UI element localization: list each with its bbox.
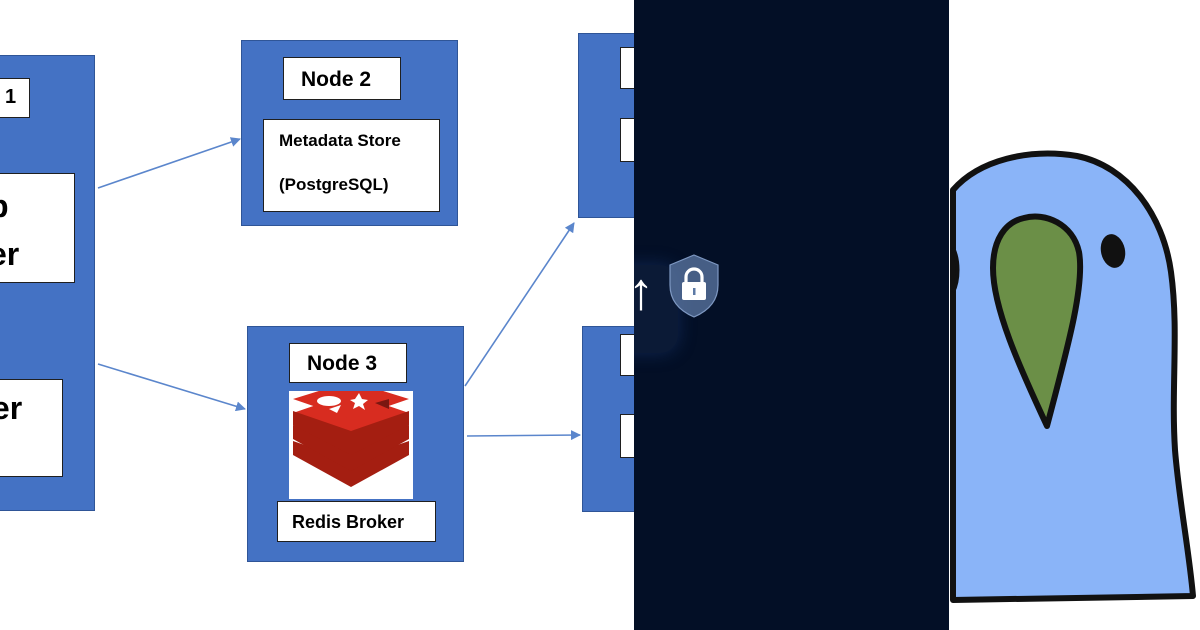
node-2-title-box: Node 2 xyxy=(283,57,401,100)
arrow-node3-to-worker-bottom xyxy=(466,430,581,441)
node-3-title: Node 3 xyxy=(307,352,378,375)
redis-logo xyxy=(289,381,413,499)
architecture-diagram: 1 b er ler Node 2 Metadata Store (Postgr… xyxy=(0,33,634,562)
dark-banner-panel: ↑ xyxy=(634,0,949,630)
up-arrow-icon[interactable]: ↑ xyxy=(634,263,654,321)
metadata-store-line2: (PostgreSQL) xyxy=(279,175,389,194)
worker-top-content-box xyxy=(620,118,634,162)
redis-broker-label: Redis Broker xyxy=(292,512,405,532)
worker-top-title-box xyxy=(620,47,634,89)
node-1-title: 1 xyxy=(5,86,17,108)
parrot-icon xyxy=(950,150,1196,603)
scheduler-box: ler xyxy=(0,379,63,477)
node-2-title: Node 2 xyxy=(301,68,372,91)
parrot-illustration xyxy=(949,0,1200,630)
web-server-box: b er xyxy=(0,173,75,283)
arrow-node3-to-worker-top xyxy=(464,222,575,387)
shield-lock-icon xyxy=(666,253,722,324)
node-1-title-box: 1 xyxy=(0,78,30,118)
metadata-store-box: Metadata Store (PostgreSQL) xyxy=(263,119,440,212)
arrow-node1-to-node3 xyxy=(97,363,246,412)
arrow-node1-to-node2 xyxy=(97,137,241,189)
scheduler-label: ler xyxy=(0,390,23,426)
node-3-title-box: Node 3 xyxy=(289,343,407,383)
web-server-label-line2: er xyxy=(0,236,20,272)
worker-bottom-title-box xyxy=(620,334,634,376)
redis-broker-box: Redis Broker xyxy=(277,501,436,542)
diagram-arrows xyxy=(97,137,581,441)
metadata-store-line1: Metadata Store xyxy=(279,131,401,150)
redis-logo-icon xyxy=(293,381,409,487)
worker-bottom-content-box xyxy=(620,414,634,458)
web-server-label-line1: b xyxy=(0,188,9,225)
